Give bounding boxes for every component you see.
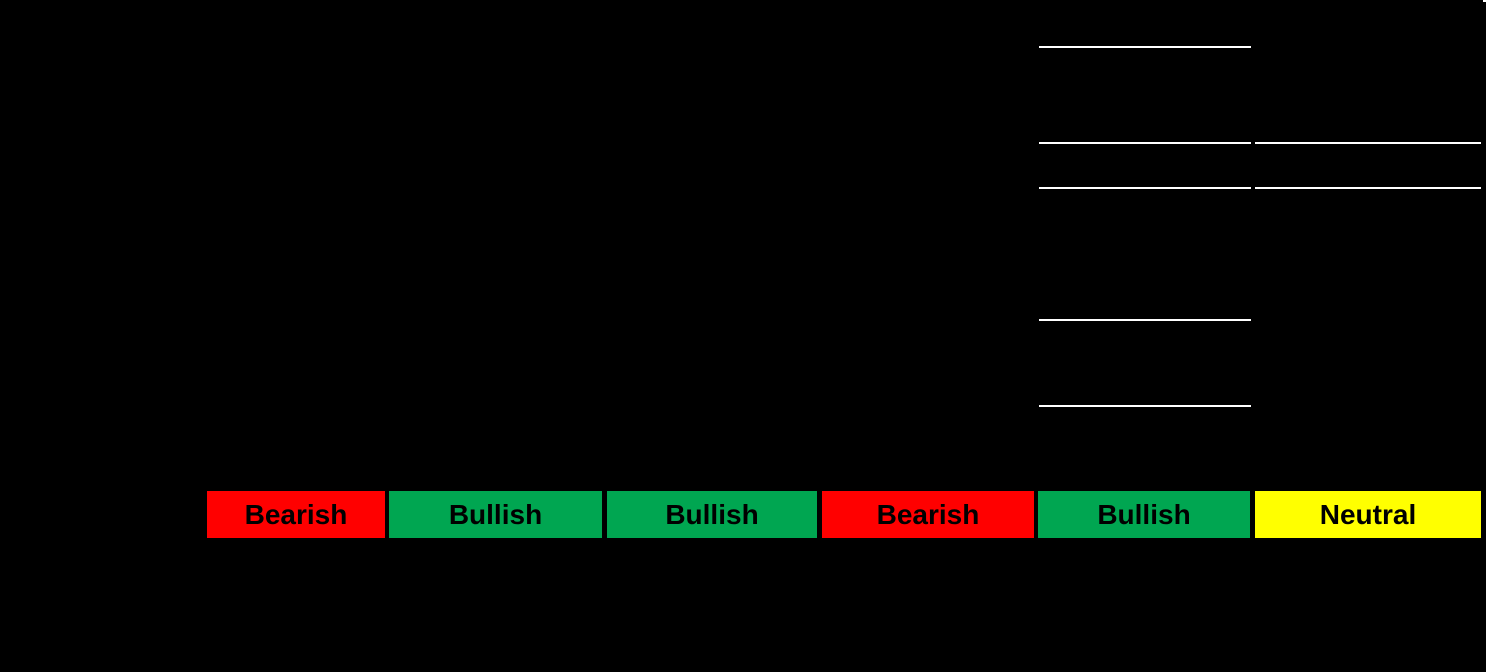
signal-cell: Bullish <box>607 491 817 538</box>
cell-border-line <box>1039 142 1251 144</box>
cell-border-line <box>1039 319 1251 321</box>
signal-label: Bullish <box>448 498 543 530</box>
cell-border-line <box>1039 46 1251 48</box>
signal-label: Bearish <box>244 498 348 530</box>
signal-cell: Bullish <box>389 491 602 538</box>
signal-label: Neutral <box>1319 498 1417 530</box>
signal-label: Bullish <box>665 498 759 530</box>
signal-cell: Bearish <box>207 491 385 538</box>
cell-border-line <box>1255 142 1481 144</box>
signal-cell: Bullish <box>1038 491 1250 538</box>
signal-cell: Neutral <box>1255 491 1481 538</box>
signal-label: Bullish <box>1097 498 1191 530</box>
cell-border-line <box>1255 187 1481 189</box>
signal-cell: Bearish <box>822 491 1034 538</box>
cell-border-line <box>1039 405 1251 407</box>
cell-border-line <box>1039 187 1251 189</box>
signal-label: Bearish <box>876 498 980 530</box>
cell-border-fragment <box>1483 0 1486 2</box>
